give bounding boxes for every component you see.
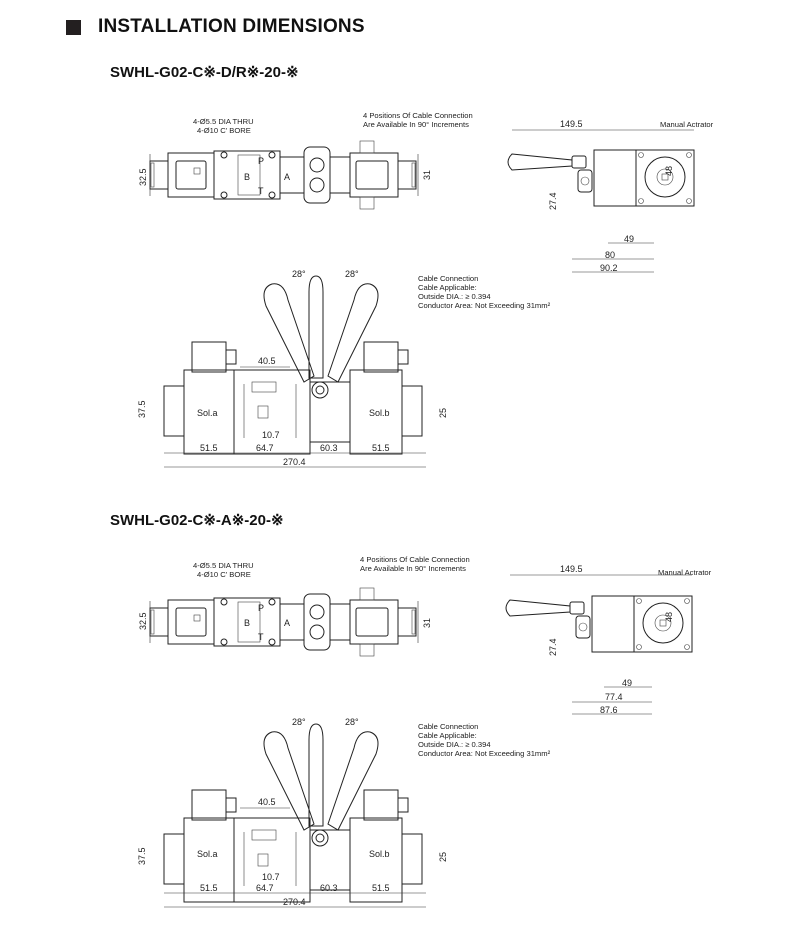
dim-40-5: 40.5 xyxy=(258,797,276,807)
port-a: A xyxy=(284,172,290,182)
dim-51-5-b: 51.5 xyxy=(372,883,390,893)
dim-51-5-a: 51.5 xyxy=(200,443,218,453)
sol-b-label: Sol.b xyxy=(369,408,390,418)
dim-149-5: 149.5 xyxy=(560,564,583,574)
dim-51-5-b: 51.5 xyxy=(372,443,390,453)
dim-31: 31 xyxy=(422,618,432,628)
sol-b-label: Sol.b xyxy=(369,849,390,859)
dim-48: 48 xyxy=(664,166,674,176)
cable-text-2: Cable Applicable: xyxy=(418,283,477,292)
dim-80: 80 xyxy=(605,250,615,260)
cable-note-2: Are Available In 90° Increments xyxy=(363,120,469,129)
cable-text-4: Conductor Area: Not Exceeding 31mm² xyxy=(418,301,551,310)
port-t: T xyxy=(258,186,264,196)
port-p: P xyxy=(258,156,264,166)
dim-25: 25 xyxy=(438,408,448,418)
cable-text-1: Cable Connection xyxy=(418,274,478,283)
front-view-1: 28° 28° Cable Connection Cable Applicabl… xyxy=(137,269,551,468)
dim-25: 25 xyxy=(438,852,448,862)
dim-64-7: 64.7 xyxy=(256,883,274,893)
dim-60-3: 60.3 xyxy=(320,443,338,453)
dim-32-5: 32.5 xyxy=(138,168,148,186)
model-title-1: SWHL-G02-C※-D/R※-20-※ xyxy=(110,64,299,81)
manual-actuator-label: Manual Actrator xyxy=(660,120,714,129)
cable-note-1: 4 Positions Of Cable Connection xyxy=(360,555,470,564)
dim-149-5: 149.5 xyxy=(560,119,583,129)
port-b: B xyxy=(244,618,250,628)
cable-text-4: Conductor Area: Not Exceeding 31mm² xyxy=(418,749,551,758)
side-view-1: 149.5 Manual Actrator 48 27.4 49 80 90.2 xyxy=(507,119,714,273)
dim-40-5: 40.5 xyxy=(258,356,276,366)
page-title: INSTALLATION DIMENSIONS xyxy=(98,16,365,37)
dim-270-4: 270.4 xyxy=(283,457,306,467)
hole-note-1: 4-Ø5.5 DIA THRU xyxy=(193,561,254,570)
section-header: INSTALLATION DIMENSIONS xyxy=(66,14,365,40)
port-p: P xyxy=(258,603,264,613)
dim-27-4: 27.4 xyxy=(548,192,558,210)
model-title-2: SWHL-G02-C※-A※-20-※ xyxy=(110,512,284,529)
port-a: A xyxy=(284,618,290,628)
dim-77-4: 77.4 xyxy=(605,692,623,702)
top-view-2: 4-Ø5.5 DIA THRU 4-Ø10 C' BORE 4 Position… xyxy=(138,555,470,657)
side-view-2: 149.5 Manual Actrator 48 27.4 49 77.4 87… xyxy=(505,564,712,715)
angle-right: 28° xyxy=(345,717,359,727)
port-t: T xyxy=(258,632,264,642)
dim-32-5: 32.5 xyxy=(138,612,148,630)
manual-actuator-label: Manual Actrator xyxy=(658,568,712,577)
cable-note-2: Are Available In 90° Increments xyxy=(360,564,466,573)
dim-10-7: 10.7 xyxy=(262,872,280,882)
dim-270-4: 270.4 xyxy=(283,897,306,907)
hole-note-1: 4-Ø5.5 DIA THRU xyxy=(193,117,254,126)
dim-10-7: 10.7 xyxy=(262,430,280,440)
sol-a-label: Sol.a xyxy=(197,408,218,418)
hole-note-2: 4-Ø10 C' BORE xyxy=(197,126,251,135)
header-square-icon xyxy=(66,19,81,35)
dim-49: 49 xyxy=(624,234,634,244)
dim-51-5-a: 51.5 xyxy=(200,883,218,893)
angle-right: 28° xyxy=(345,269,359,279)
cable-text-1: Cable Connection xyxy=(418,722,478,731)
dim-48: 48 xyxy=(664,612,674,622)
dim-49: 49 xyxy=(622,678,632,688)
dim-37-5: 37.5 xyxy=(137,400,147,418)
top-view-1: 4-Ø5.5 DIA THRU 4-Ø10 C' BORE 4 Position… xyxy=(138,111,473,210)
dim-27-4: 27.4 xyxy=(548,638,558,656)
cable-text-3: Outside DIA.: ≥ 0.394 xyxy=(418,740,491,749)
dim-37-5: 37.5 xyxy=(137,847,147,865)
port-b: B xyxy=(244,172,250,182)
sol-a-label: Sol.a xyxy=(197,849,218,859)
angle-left: 28° xyxy=(292,717,306,727)
dim-31: 31 xyxy=(422,170,432,180)
dim-64-7: 64.7 xyxy=(256,443,274,453)
cable-note-1: 4 Positions Of Cable Connection xyxy=(363,111,473,120)
dim-90-2: 90.2 xyxy=(600,263,618,273)
cable-text-2: Cable Applicable: xyxy=(418,731,477,740)
dim-87-6: 87.6 xyxy=(600,705,618,715)
dim-60-3: 60.3 xyxy=(320,883,338,893)
front-view-2: 28° 28° Cable Connection Cable Applicabl… xyxy=(137,717,551,908)
cable-text-3: Outside DIA.: ≥ 0.394 xyxy=(418,292,491,301)
angle-left: 28° xyxy=(292,269,306,279)
hole-note-2: 4-Ø10 C' BORE xyxy=(197,570,251,579)
